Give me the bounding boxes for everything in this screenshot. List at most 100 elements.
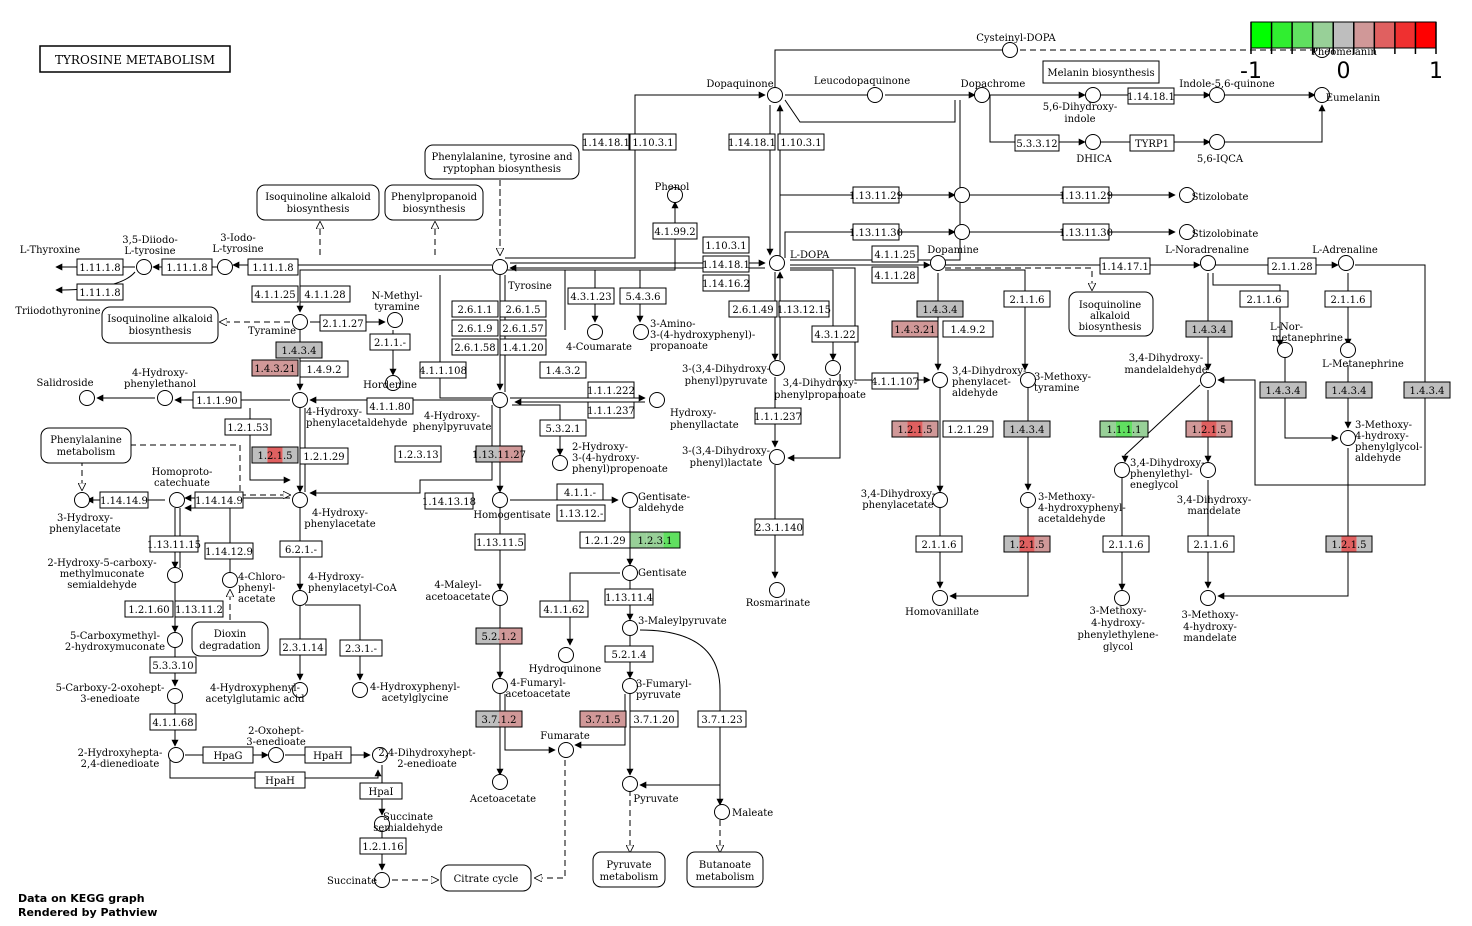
- mapped-enzyme-box[interactable]: 1.4.3.4: [1403, 381, 1451, 399]
- enzyme-box[interactable]: 5.3.3.10: [149, 656, 197, 674]
- compound-node[interactable]: [492, 392, 508, 408]
- compound-node[interactable]: [167, 567, 183, 583]
- pathway-map-box[interactable]: Citrate cycle: [440, 864, 532, 892]
- enzyme-box[interactable]: 1.2.1.29: [299, 447, 349, 465]
- enzyme-box[interactable]: 1.14.17.1: [1099, 257, 1151, 275]
- enzyme-box[interactable]: 2.1.1.27: [319, 314, 367, 332]
- mapped-enzyme-box[interactable]: 3.7.1.5: [579, 710, 627, 728]
- compound-node[interactable]: [292, 314, 308, 330]
- enzyme-box[interactable]: 4.1.1.80: [366, 397, 414, 415]
- enzyme-box[interactable]: 1.11.1.8: [76, 258, 124, 276]
- compound-node[interactable]: [167, 632, 183, 648]
- enzyme-box[interactable]: 1.1.1.237: [754, 407, 802, 425]
- enzyme-box[interactable]: 2.6.1.57: [499, 319, 547, 337]
- compound-node[interactable]: [268, 747, 284, 763]
- compound-node[interactable]: [79, 390, 95, 406]
- compound-node[interactable]: [769, 255, 785, 271]
- enzyme-box[interactable]: 2.6.1.49: [728, 300, 778, 318]
- enzyme-box[interactable]: 1.13.11.5: [474, 533, 526, 551]
- compound-node[interactable]: [558, 742, 574, 758]
- enzyme-box[interactable]: TYRP1: [1129, 134, 1175, 152]
- compound-node[interactable]: [492, 259, 508, 275]
- compound-node[interactable]: [1209, 87, 1225, 103]
- enzyme-box[interactable]: 2.6.1.5: [499, 300, 547, 318]
- enzyme-box[interactable]: 4.1.1.-: [556, 483, 604, 501]
- enzyme-box[interactable]: 1.4.1.20: [499, 338, 547, 356]
- compound-node[interactable]: [867, 87, 883, 103]
- mapped-enzyme-box[interactable]: 1.4.3.4: [1259, 381, 1307, 399]
- enzyme-box[interactable]: 5.2.1.4: [604, 645, 654, 663]
- enzyme-box[interactable]: 4.1.1.25: [251, 285, 299, 303]
- compound-node[interactable]: [1179, 187, 1195, 203]
- enzyme-box[interactable]: 1.14.16.2: [702, 274, 750, 292]
- enzyme-box[interactable]: 3.7.1.20: [629, 710, 679, 728]
- enzyme-box[interactable]: 1.2.1.16: [359, 837, 407, 855]
- enzyme-box[interactable]: 1.13.11.29: [849, 186, 903, 204]
- compound-node[interactable]: [714, 804, 730, 820]
- mapped-enzyme-box[interactable]: 1.2.1.5: [1185, 420, 1233, 438]
- compound-node[interactable]: [1020, 372, 1036, 388]
- mapped-enzyme-box[interactable]: 1.4.3.4: [1325, 381, 1373, 399]
- compound-node[interactable]: [168, 747, 184, 763]
- mapped-enzyme-box[interactable]: 1.13.11.27: [472, 445, 526, 463]
- enzyme-box[interactable]: 1.14.18.1: [702, 255, 750, 273]
- enzyme-box[interactable]: 2.1.1.6: [1239, 290, 1289, 308]
- enzyme-box[interactable]: 2.1.1.6: [915, 535, 963, 553]
- enzyme-box[interactable]: 1.4.9.2: [942, 320, 994, 338]
- enzyme-box[interactable]: 4.1.1.107: [871, 372, 919, 390]
- enzyme-box[interactable]: HpaH: [254, 771, 306, 789]
- compound-node[interactable]: [136, 259, 152, 275]
- enzyme-box[interactable]: 2.6.1.9: [451, 319, 499, 337]
- compound-node[interactable]: [974, 87, 990, 103]
- compound-node[interactable]: [1200, 372, 1216, 388]
- compound-node[interactable]: [1200, 590, 1216, 606]
- compound-node[interactable]: [1340, 342, 1356, 358]
- enzyme-box[interactable]: 1.13.11.29: [1059, 186, 1113, 204]
- enzyme-box[interactable]: 1.13.11.30: [849, 223, 903, 241]
- compound-node[interactable]: [1114, 462, 1130, 478]
- compound-node[interactable]: [292, 392, 308, 408]
- compound-node[interactable]: [932, 590, 948, 606]
- pathway-map-box[interactable]: Melanin biosynthesis: [1042, 60, 1160, 84]
- enzyme-box[interactable]: 4.1.1.25: [871, 245, 919, 263]
- compound-node[interactable]: [374, 816, 390, 832]
- compound-node[interactable]: [1340, 430, 1356, 446]
- enzyme-box[interactable]: 1.2.1.53: [224, 418, 272, 436]
- compound-node[interactable]: [217, 259, 233, 275]
- compound-node[interactable]: [769, 360, 785, 376]
- compound-node[interactable]: [622, 678, 638, 694]
- compound-node[interactable]: [385, 375, 401, 391]
- compound-node[interactable]: [169, 492, 185, 508]
- compound-node[interactable]: [1200, 255, 1216, 271]
- compound-node[interactable]: [622, 776, 638, 792]
- compound-node[interactable]: [387, 312, 403, 328]
- compound-node[interactable]: [587, 324, 603, 340]
- compound-node[interactable]: [954, 224, 970, 240]
- enzyme-box[interactable]: 2.3.1.140: [754, 518, 804, 536]
- compound-node[interactable]: [769, 582, 785, 598]
- mapped-enzyme-box[interactable]: 1.2.1.5: [1003, 535, 1051, 553]
- mapped-enzyme-box[interactable]: 1.2.1.5: [251, 446, 299, 464]
- enzyme-box[interactable]: 1.11.1.8: [247, 258, 299, 276]
- enzyme-box[interactable]: 1.2.3.13: [394, 445, 442, 463]
- enzyme-box[interactable]: 1.2.1.29: [579, 531, 631, 549]
- mapped-enzyme-box[interactable]: 1.4.3.4: [916, 300, 964, 318]
- compound-node[interactable]: [1085, 87, 1101, 103]
- compound-node[interactable]: [372, 747, 388, 763]
- compound-node[interactable]: [374, 872, 390, 888]
- enzyme-box[interactable]: HpaH: [304, 746, 352, 764]
- enzyme-box[interactable]: 1.14.18.1: [1127, 87, 1175, 105]
- compound-node[interactable]: [492, 492, 508, 508]
- compound-node[interactable]: [558, 647, 574, 663]
- compound-node[interactable]: [622, 565, 638, 581]
- enzyme-box[interactable]: 2.3.1.-: [339, 639, 383, 657]
- enzyme-box[interactable]: 1.10.3.1: [629, 133, 677, 151]
- compound-node[interactable]: [825, 360, 841, 376]
